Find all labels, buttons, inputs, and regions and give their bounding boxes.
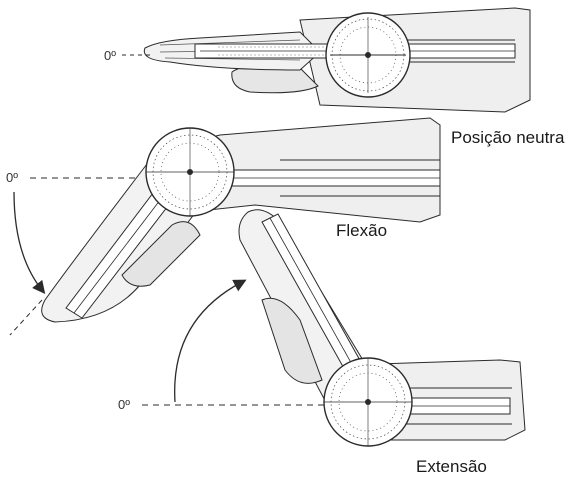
label-flexion: Flexão <box>336 222 387 239</box>
neutral-position-figure <box>122 8 530 112</box>
zero-mark-flexion: 0º <box>6 171 18 184</box>
extension-figure <box>142 210 525 446</box>
zero-mark-neutral: 0º <box>104 49 116 62</box>
label-extension: Extensão <box>416 458 487 475</box>
zero-mark-extension: 0º <box>118 398 130 411</box>
label-neutral-position: Posição neutra <box>451 129 564 146</box>
